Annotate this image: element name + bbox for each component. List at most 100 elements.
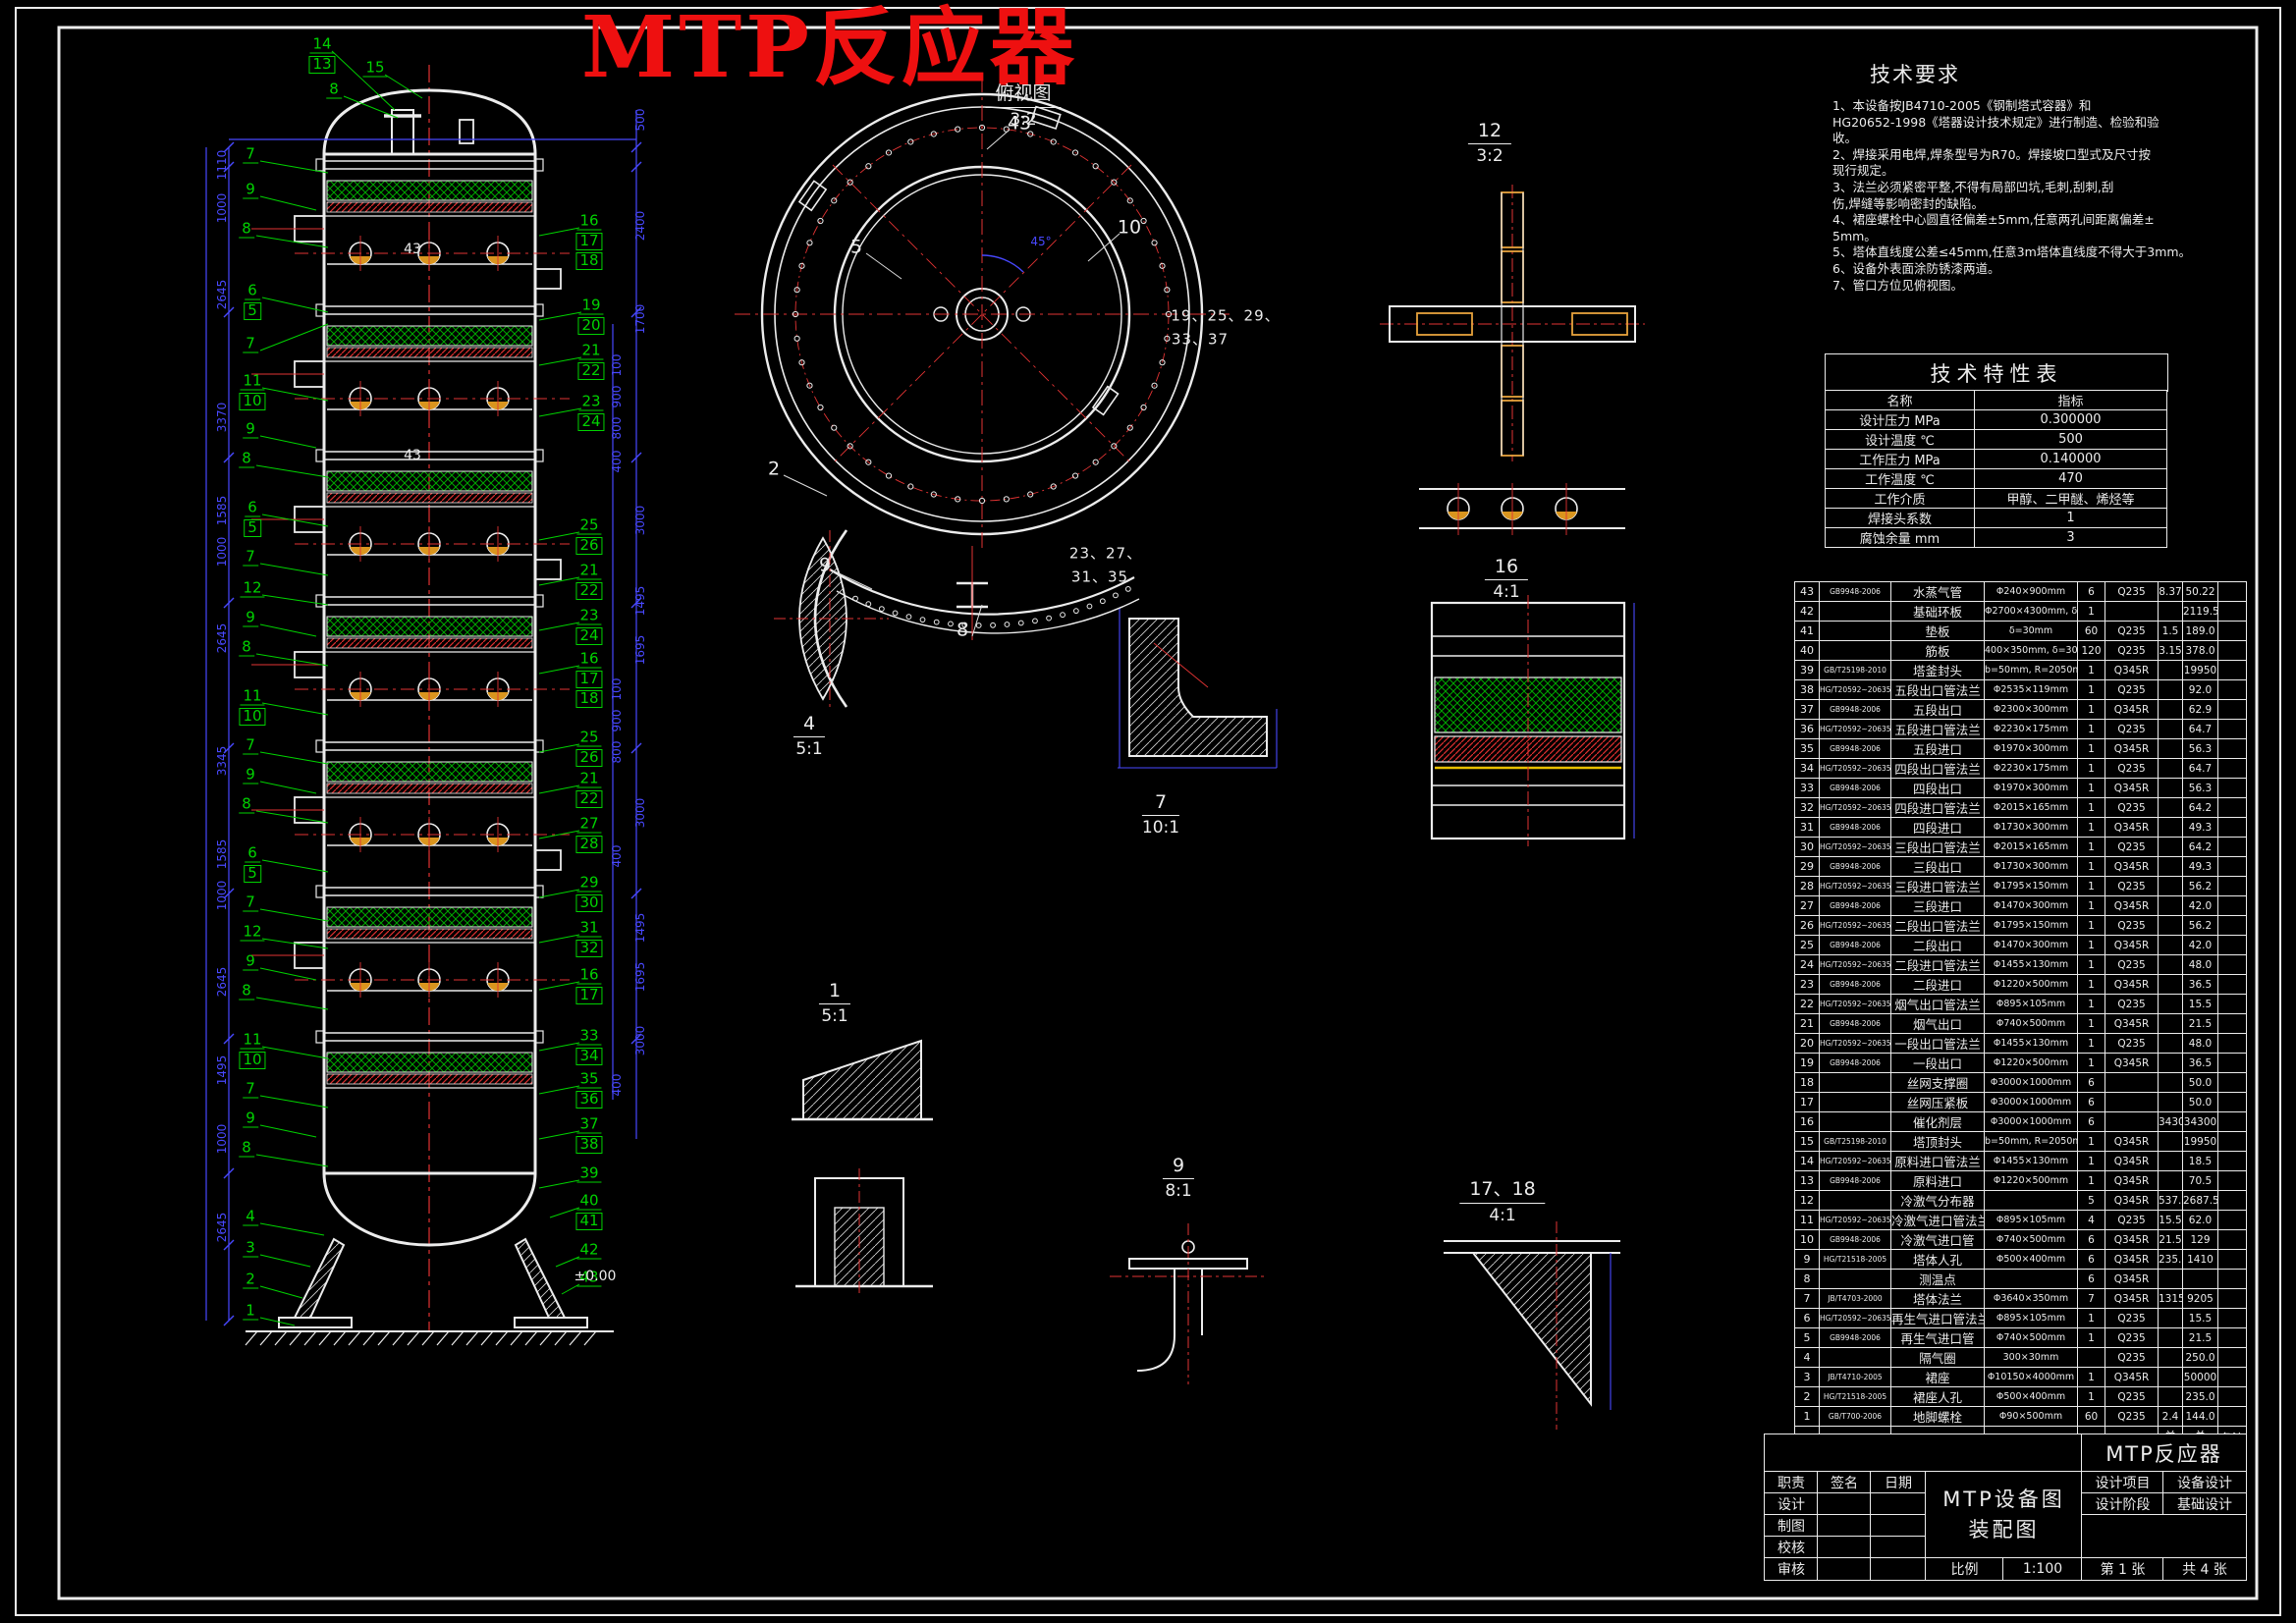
sig-cell[interactable]: [1817, 1492, 1872, 1516]
table-cell: Q235: [2105, 876, 2159, 896]
title-block-product: MTP反应器: [2081, 1434, 2247, 1473]
table-cell: Q345R: [2105, 1170, 2159, 1191]
table-cell: 470: [1974, 468, 2167, 489]
table-cell: [2217, 876, 2247, 896]
view-number: 4: [793, 713, 826, 737]
label-9: 9: [818, 554, 832, 576]
table-cell: 1: [2077, 1151, 2105, 1171]
balloon-8: 8: [239, 639, 254, 657]
table-cell: Q345R: [2105, 895, 2159, 916]
tech-requirement-line: HG20652-1998《塔器设计技术规定》进行制造、检验和验: [1832, 114, 2159, 130]
table-cell: GB/T25198-2010: [1819, 660, 1891, 680]
table-cell: 1: [2077, 994, 2105, 1014]
table-cell: 34: [1794, 758, 1820, 779]
table-cell: Φ2230×175mm: [1984, 758, 2078, 779]
table-cell: Q235: [2105, 621, 2159, 641]
table-cell: GB9948-2006: [1819, 895, 1891, 916]
table-cell: 19: [1794, 1053, 1820, 1073]
table-cell: Φ1970×300mm: [1984, 738, 2078, 759]
table-cell: [2217, 1269, 2247, 1289]
technical-requirements-title: 技术要求: [1870, 63, 1960, 86]
table-cell: Q235: [2105, 954, 2159, 975]
dimension-1000: 1000: [215, 536, 229, 568]
view-number: 1: [818, 980, 851, 1004]
table-cell: 500: [1974, 429, 2167, 450]
table-cell: GB9948-2006: [1819, 935, 1891, 955]
balloon-41: 41: [575, 1213, 603, 1230]
sig-cell[interactable]: [1870, 1514, 1927, 1538]
balloon-2: 2: [243, 1271, 258, 1289]
table-cell: HG/T20592~20635-2009: [1819, 719, 1891, 739]
table-cell: [2077, 1347, 2105, 1368]
balloon-17: 17: [575, 671, 603, 688]
table-cell: 垫板: [1890, 621, 1985, 641]
sig-cell[interactable]: [1817, 1536, 1872, 1559]
table-cell: 工作介质: [1825, 488, 1975, 509]
balloon-4: 4: [243, 1209, 258, 1226]
tech-requirement-line: 现行规定。: [1832, 163, 1894, 179]
table-cell: Q345R: [2105, 1013, 2159, 1034]
table-cell: Q345R: [2105, 1131, 2159, 1152]
table-cell: 丝网支撑圈: [1890, 1072, 1985, 1093]
table-cell: Q235: [2105, 581, 2159, 602]
balloon-12: 12: [240, 924, 265, 942]
table-cell: Q345R: [2105, 817, 2159, 838]
table-cell: [2158, 797, 2183, 818]
table-cell: 三段出口: [1890, 856, 1985, 877]
label-31、35: 31、35: [1070, 568, 1129, 586]
tech-requirement-line: 伤,焊缝等影响密封的缺陷。: [1832, 195, 1984, 211]
table-cell: 设计压力 MPa: [1825, 409, 1975, 430]
table-cell: Φ895×105mm: [1984, 1210, 2078, 1230]
table-cell: [1819, 640, 1891, 661]
tech-requirement-line: 1、本设备按JB4710-2005《钢制塔式容器》和: [1832, 98, 2092, 113]
tech-requirement-line: 5mm。: [1832, 228, 1877, 243]
table-cell: Q345R: [2105, 1269, 2159, 1289]
table-cell: 一段出口管法兰: [1890, 1033, 1985, 1054]
dimension-3370: 3370: [215, 402, 229, 433]
table-cell: 42.0: [2182, 935, 2218, 955]
sig-cell[interactable]: [1870, 1492, 1927, 1516]
table-cell: 36.5: [2182, 974, 2218, 995]
table-cell: 6: [2077, 1249, 2105, 1270]
balloon-6: 6: [245, 845, 260, 863]
balloon-39: 39: [576, 1165, 602, 1183]
sig-cell[interactable]: [1817, 1514, 1872, 1538]
table-cell: [2217, 601, 2247, 622]
table-cell: 19950: [2182, 660, 2218, 680]
sig-cell[interactable]: [1870, 1557, 1927, 1581]
table-cell: Q235: [2105, 837, 2159, 857]
balloon-21: 21: [578, 343, 604, 360]
table-cell: 6: [2077, 1092, 2105, 1112]
table-cell: 49.3: [2182, 817, 2218, 838]
table-cell: Q235: [2105, 1327, 2159, 1348]
table-cell: 1: [1794, 1406, 1820, 1427]
sig-cell[interactable]: [1817, 1557, 1872, 1581]
table-cell: 60: [2077, 621, 2105, 641]
table-cell: 1: [2077, 954, 2105, 975]
dimension-1000: 1000: [215, 880, 229, 911]
table-cell: 1: [2077, 601, 2105, 622]
table-cell: Q345R: [2105, 856, 2159, 877]
balloon-8: 8: [239, 1140, 254, 1158]
table-cell: 甲醇、二甲醚、烯烃等: [1974, 488, 2167, 509]
table-cell: 2687.5: [2182, 1190, 2218, 1211]
table-cell: 塔釜封头: [1890, 660, 1985, 680]
sig-cell[interactable]: [1870, 1536, 1927, 1559]
table-cell: [2105, 601, 2159, 622]
table-cell: 工作压力 MPa: [1825, 449, 1975, 469]
table-cell: Φ1795×150mm: [1984, 876, 2078, 896]
table-cell: Φ895×105mm: [1984, 994, 2078, 1014]
table-cell: Q345R: [2105, 738, 2159, 759]
balloon-9: 9: [243, 610, 258, 627]
table-cell: 64.2: [2182, 797, 2218, 818]
balloon-3: 3: [243, 1240, 258, 1258]
table-cell: 34300: [2158, 1111, 2183, 1132]
table-cell: [1984, 1269, 2078, 1289]
balloon-40: 40: [576, 1193, 602, 1211]
sig-col-sign: 签名: [1817, 1471, 1872, 1494]
phase-label: 设计阶段: [2081, 1492, 2164, 1516]
balloon-11: 11: [240, 1032, 265, 1050]
